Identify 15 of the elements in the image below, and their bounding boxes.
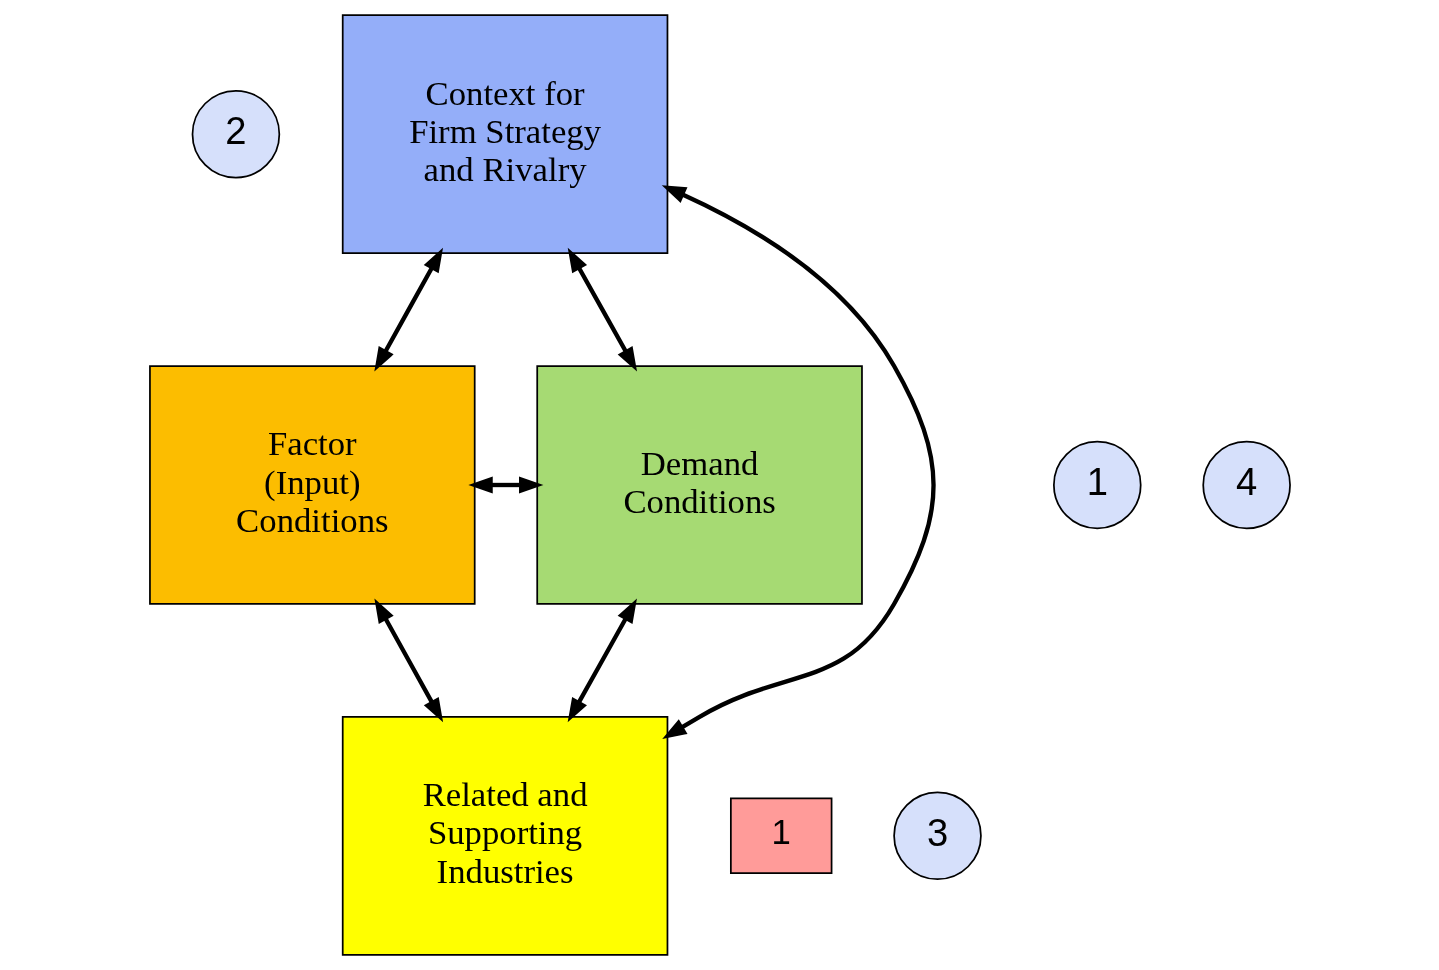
node-box: Demand Conditions xyxy=(535,365,863,605)
node-circle: 2 xyxy=(191,89,280,179)
node-circle: 4 xyxy=(1201,440,1291,530)
node-circle: 3 xyxy=(892,791,982,881)
node-box: 1 xyxy=(729,797,832,874)
node-box: Factor (Input) Conditions xyxy=(148,365,476,605)
arrow xyxy=(567,247,637,372)
node-box: Context for Firm Strategy and Rivalry xyxy=(341,14,668,255)
node-circle: 1 xyxy=(1052,440,1142,530)
arrow xyxy=(467,476,543,494)
arrow xyxy=(661,185,936,740)
arrow xyxy=(373,598,443,723)
arrow xyxy=(567,598,637,723)
arrow xyxy=(373,247,443,372)
node-box: Related and Supporting Industries xyxy=(341,715,668,956)
